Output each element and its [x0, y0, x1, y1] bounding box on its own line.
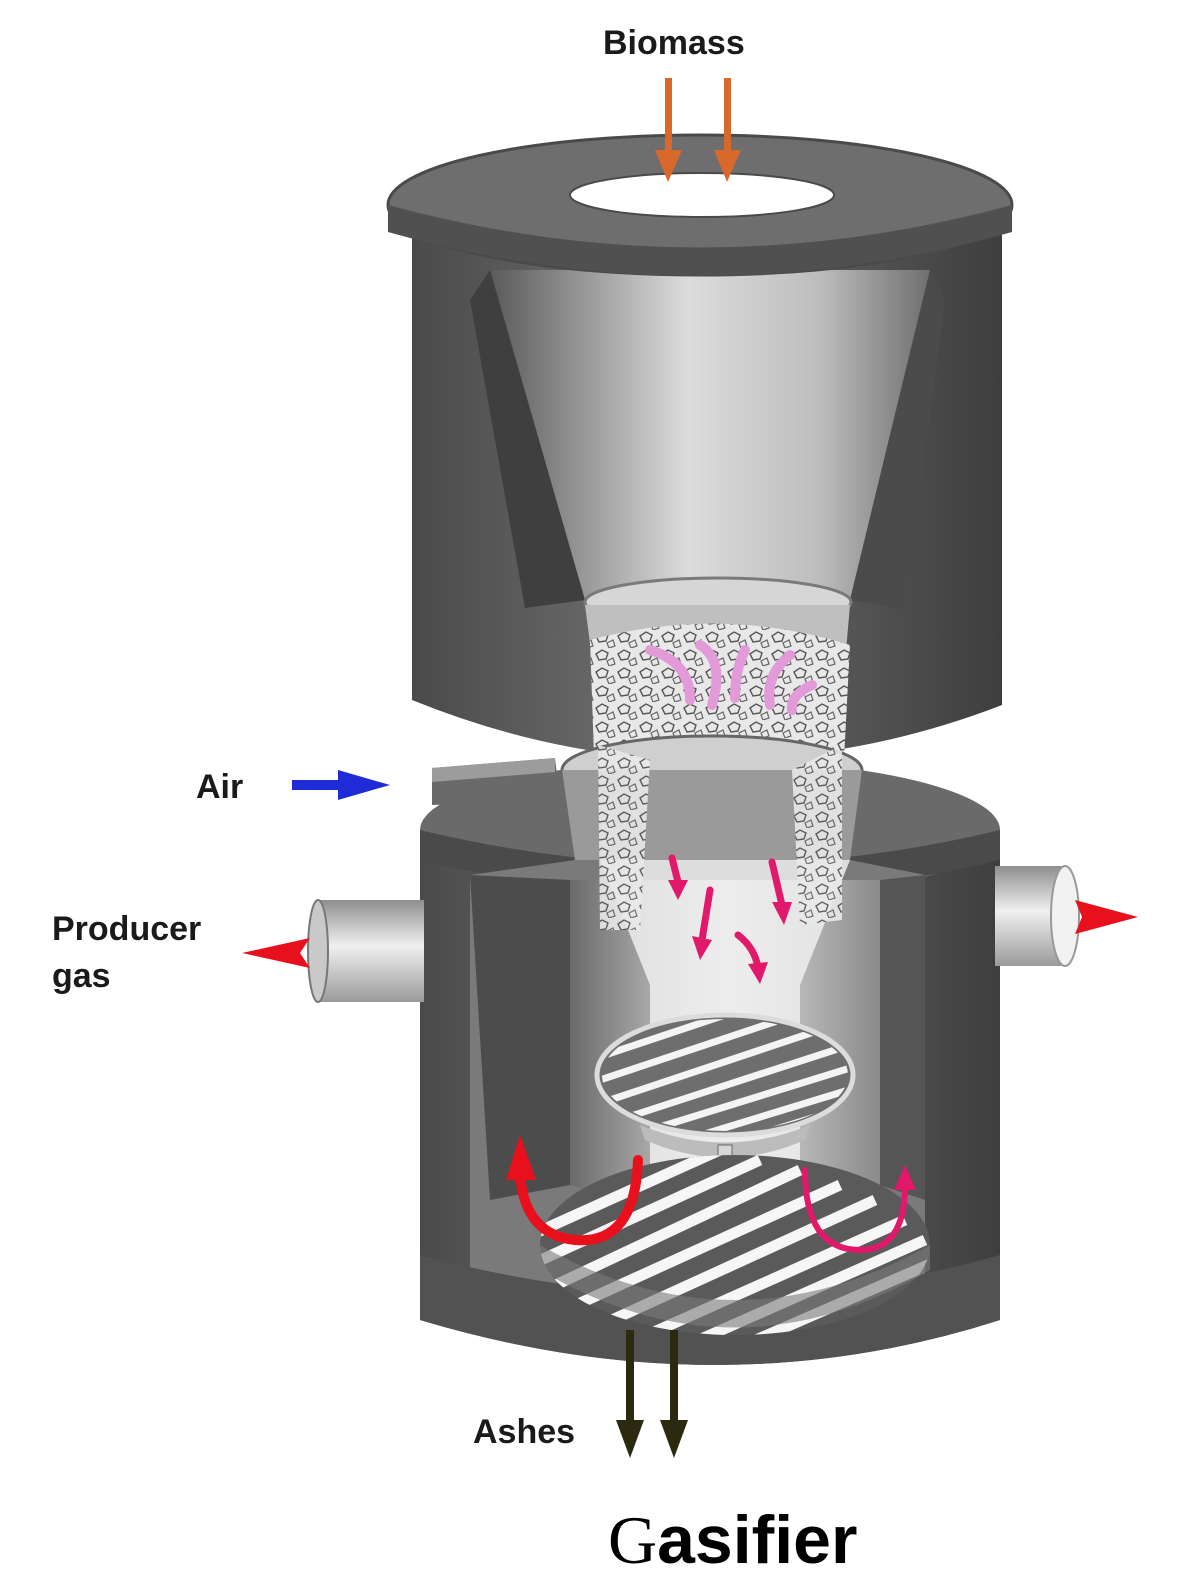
caption-rest: asifier [657, 1502, 857, 1574]
figure-caption: Gasifier [608, 1502, 857, 1574]
reduction-arrowheads [668, 880, 792, 984]
biomass-arrows [655, 78, 741, 182]
producer-gas-outlet-right [995, 865, 1080, 967]
recirculation-arrows [515, 1155, 908, 1254]
recirculation-arrowheads [506, 1135, 916, 1190]
air-label: Air [196, 768, 243, 806]
air-arrow [292, 770, 390, 800]
producer-gas-label-line1: Producer [52, 910, 201, 948]
pyrolysis-arrows [645, 640, 817, 715]
biomass-label: Biomass [603, 24, 745, 62]
hopper [386, 133, 1014, 760]
producer-gas-label-line2: gas [52, 957, 111, 995]
feed-opening [569, 172, 835, 218]
producer-gas-arrow-right [1075, 900, 1138, 934]
ashes-label: Ashes [473, 1413, 575, 1451]
reduction-arrows [668, 854, 786, 972]
producer-gas-outlet-left [307, 899, 424, 1003]
caption-first-letter: G [608, 1502, 657, 1574]
char-bed-sides [598, 745, 842, 930]
ash-grate [540, 1155, 930, 1335]
air-inlet-pipe [432, 758, 560, 805]
producer-gas-arrow-left [242, 938, 310, 968]
ash-arrows [616, 1330, 688, 1458]
